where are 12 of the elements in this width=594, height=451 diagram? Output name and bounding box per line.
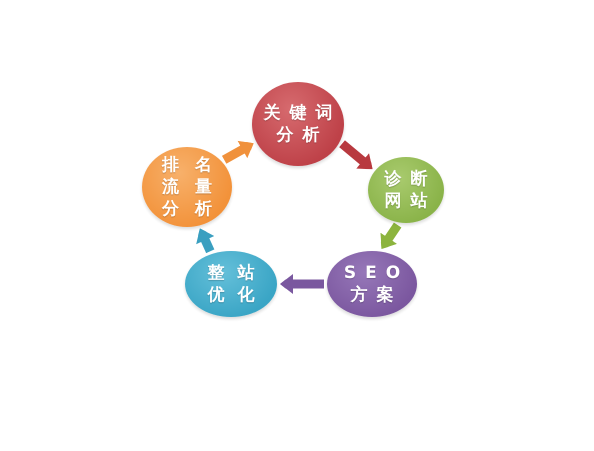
step-label: 排名流量分析 <box>160 154 229 220</box>
step-label: 整站优化 <box>206 262 268 306</box>
step-circle <box>368 157 444 223</box>
arrow <box>339 140 373 170</box>
step-circle <box>252 82 344 166</box>
arrow <box>280 274 324 294</box>
step-label: SEO方案 <box>342 262 410 306</box>
arrow <box>380 222 402 250</box>
step-label: 诊断网站 <box>383 168 438 212</box>
arrow <box>196 228 214 254</box>
arrow <box>222 140 254 164</box>
step-label: 关键词分析 <box>262 102 342 146</box>
